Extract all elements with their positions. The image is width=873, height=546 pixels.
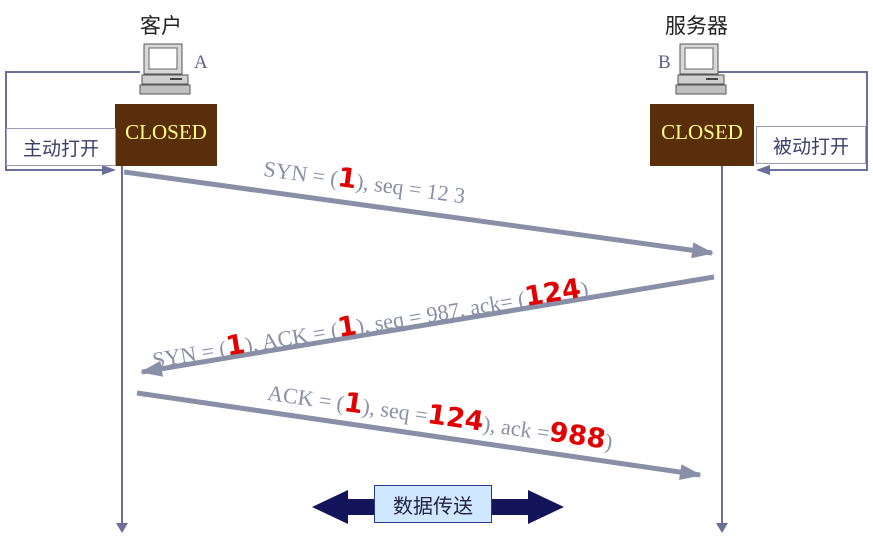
server-state-label: CLOSED xyxy=(661,120,743,144)
server-open-mode: 被动打开 xyxy=(756,126,866,164)
server-open-loop xyxy=(705,71,868,175)
computer-icon xyxy=(675,43,727,95)
syn-ack-arrow xyxy=(140,274,715,377)
client-open-mode: 主动打开 xyxy=(6,128,116,166)
syn-arrow xyxy=(123,169,714,259)
client-state-label: CLOSED xyxy=(125,120,207,144)
server-state-box: CLOSED xyxy=(650,104,754,166)
computer-icon xyxy=(139,43,191,95)
data-transfer-label: 数据传送 xyxy=(374,485,492,523)
client-host-letter: A xyxy=(194,52,208,73)
ack-arrow xyxy=(136,390,702,481)
client-role-label: 客户 xyxy=(140,14,182,38)
client-open-loop xyxy=(5,71,140,175)
server-host-letter: B xyxy=(658,52,671,73)
server-role-label: 服务器 xyxy=(665,14,728,38)
client-state-box: CLOSED xyxy=(115,104,217,166)
